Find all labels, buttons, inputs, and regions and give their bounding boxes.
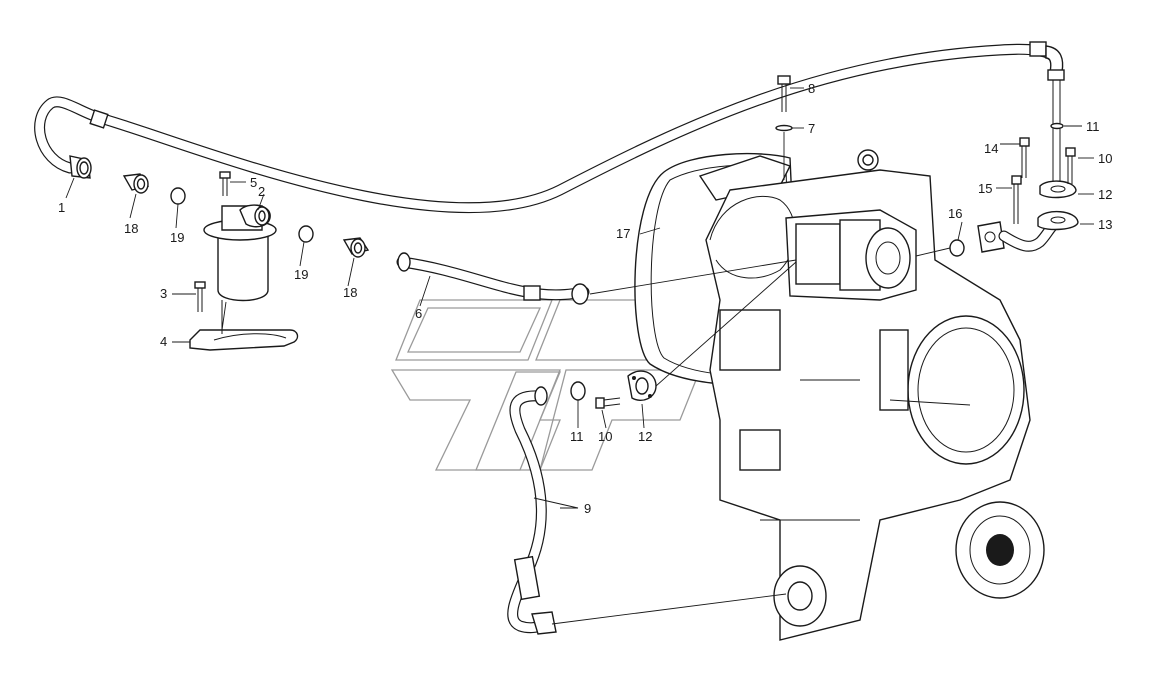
callouts: 1 2 3 4 5 6 7 8 9 10 10 11 11 12 12 13 1… bbox=[58, 81, 1112, 516]
bolt-3 bbox=[194, 281, 206, 312]
callout-11-upper: 11 bbox=[1086, 119, 1100, 134]
screw-lower bbox=[595, 397, 621, 409]
o-ring-left bbox=[170, 187, 186, 205]
callout-18-right: 18 bbox=[343, 285, 357, 300]
callout-5: 5 bbox=[250, 175, 257, 190]
callout-1: 1 bbox=[58, 200, 65, 215]
bolt-5 bbox=[219, 171, 231, 196]
flange-13 bbox=[1037, 211, 1079, 231]
leader-lines bbox=[65, 87, 1094, 625]
callout-16: 16 bbox=[948, 206, 962, 221]
callout-9: 9 bbox=[584, 501, 591, 516]
bolt-8 bbox=[777, 75, 791, 112]
transmission-housing bbox=[705, 149, 1045, 641]
return-hose bbox=[34, 41, 1065, 214]
callout-19-right: 19 bbox=[294, 267, 308, 282]
callout-19-left: 19 bbox=[170, 230, 184, 245]
seal-ring-16 bbox=[949, 239, 965, 257]
washer-7 bbox=[775, 124, 793, 132]
callout-12-lower: 12 bbox=[638, 429, 652, 444]
adapter-fitting-right bbox=[342, 237, 370, 258]
adapter-fitting-left bbox=[122, 173, 150, 194]
callout-13: 13 bbox=[1098, 217, 1112, 232]
bolt-10-upper bbox=[1065, 147, 1076, 184]
bolt-14 bbox=[1019, 137, 1030, 178]
callout-6: 6 bbox=[415, 306, 422, 321]
oil-filter bbox=[203, 204, 277, 302]
filter-bracket bbox=[189, 300, 299, 351]
callout-8: 8 bbox=[808, 81, 815, 96]
inlet-fitting bbox=[69, 155, 92, 179]
callout-10-lower: 10 bbox=[598, 429, 612, 444]
callout-10-upper: 10 bbox=[1098, 151, 1112, 166]
pressure-hose bbox=[507, 386, 557, 635]
callout-17: 17 bbox=[616, 226, 630, 241]
callout-11-lower: 11 bbox=[570, 429, 584, 444]
flange-lower bbox=[627, 370, 657, 402]
callout-7: 7 bbox=[808, 121, 815, 136]
callout-18-left: 18 bbox=[124, 221, 138, 236]
o-ring-lower bbox=[570, 381, 586, 401]
filter-hose bbox=[396, 252, 590, 305]
callout-2: 2 bbox=[258, 184, 265, 199]
vertical-tube bbox=[1050, 80, 1064, 185]
callout-14: 14 bbox=[984, 141, 998, 156]
bolt-15 bbox=[1011, 175, 1022, 224]
callout-12-upper: 12 bbox=[1098, 187, 1112, 202]
flange-12-upper bbox=[1039, 180, 1077, 199]
o-ring-right bbox=[298, 225, 314, 243]
callout-15: 15 bbox=[978, 181, 992, 196]
callout-3: 3 bbox=[160, 286, 167, 301]
charge-pump bbox=[785, 209, 917, 301]
callout-4: 4 bbox=[160, 334, 167, 349]
